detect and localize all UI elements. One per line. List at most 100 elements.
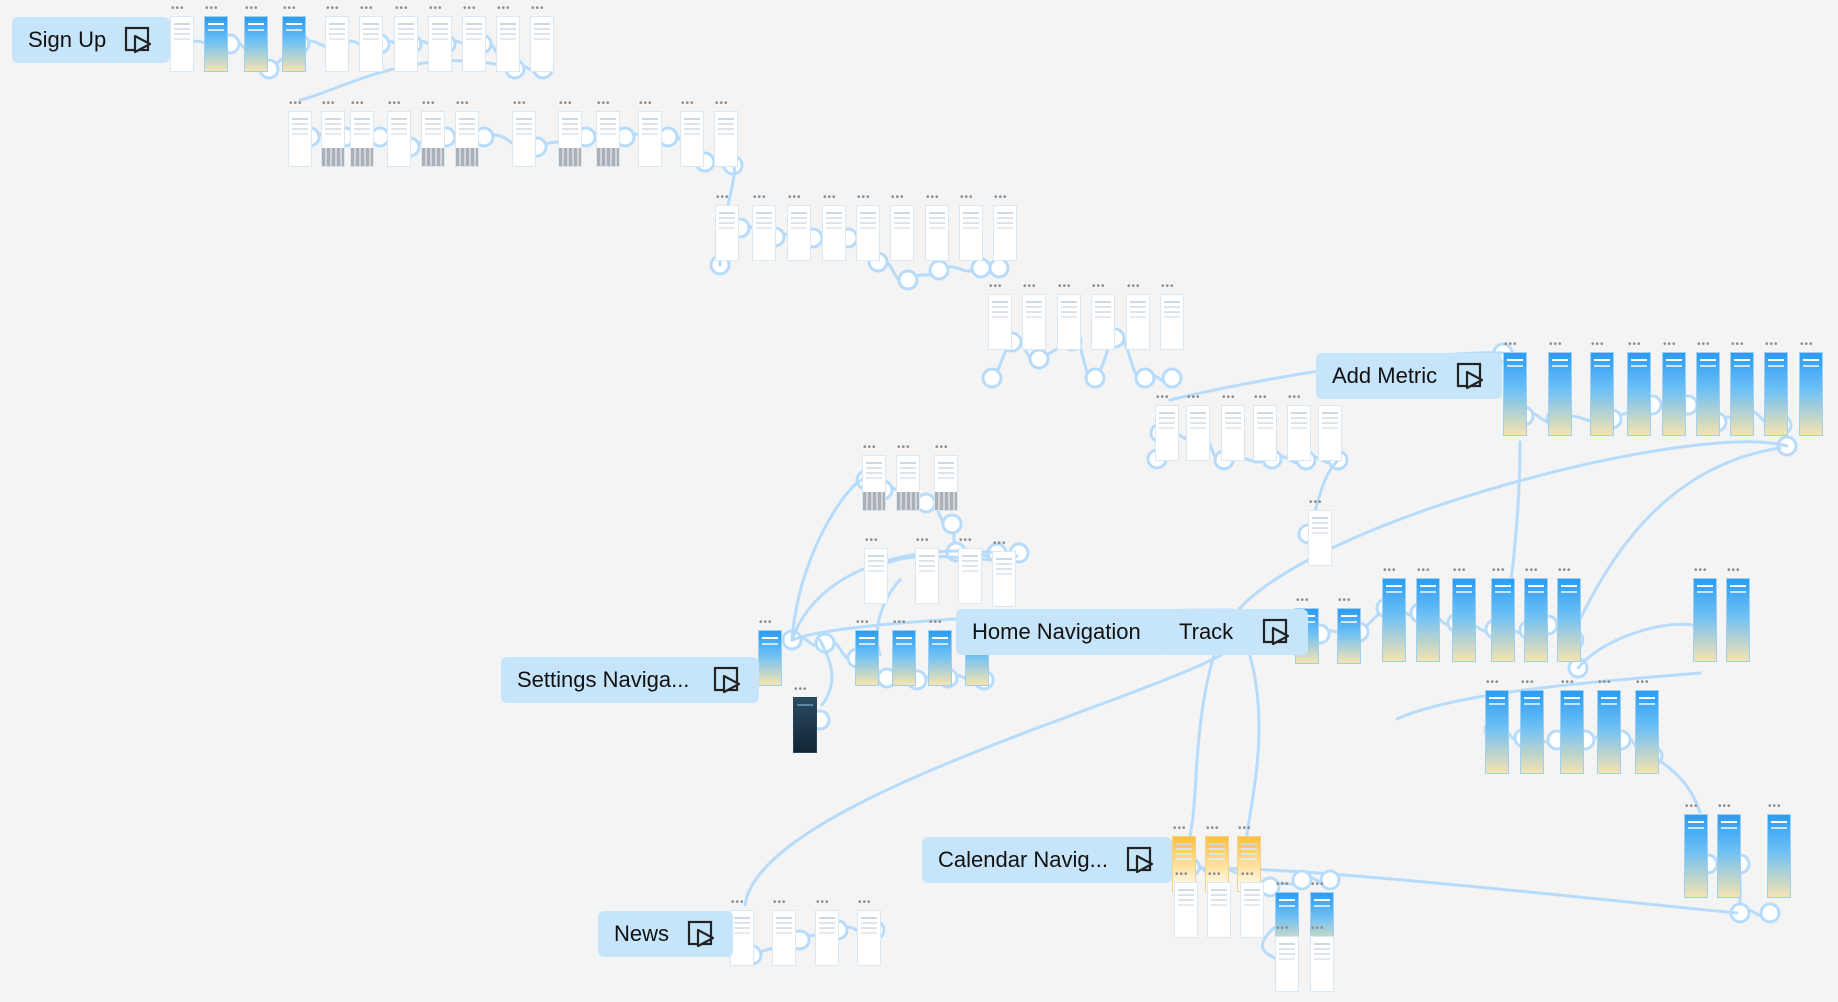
- screen-frame-thumbnail[interactable]: [958, 548, 982, 604]
- frame-options-icon[interactable]: •••: [1521, 677, 1535, 688]
- screen-frame-thumbnail[interactable]: [772, 910, 796, 966]
- connector-handle[interactable]: [1028, 348, 1050, 370]
- screen-frame-thumbnail[interactable]: [855, 630, 879, 686]
- screen-frame-thumbnail[interactable]: [496, 16, 520, 72]
- frame-options-icon[interactable]: •••: [1628, 339, 1642, 350]
- screen-frame-thumbnail[interactable]: [170, 16, 194, 72]
- screen-frame-thumbnail[interactable]: [1524, 578, 1548, 662]
- frame-options-icon[interactable]: •••: [823, 192, 837, 203]
- screen-frame-thumbnail[interactable]: [1717, 814, 1741, 898]
- frame-options-icon[interactable]: •••: [351, 98, 365, 109]
- screen-frame-thumbnail[interactable]: [462, 16, 486, 72]
- frame-options-icon[interactable]: •••: [1238, 823, 1252, 834]
- frame-options-icon[interactable]: •••: [1727, 565, 1741, 576]
- screen-frame-thumbnail[interactable]: [1597, 690, 1621, 774]
- connector-handle[interactable]: [1161, 367, 1183, 389]
- screen-frame-thumbnail[interactable]: [1310, 936, 1334, 992]
- frame-options-icon[interactable]: •••: [926, 192, 940, 203]
- flow-start-tracking[interactable]: Track: [1163, 609, 1308, 655]
- screen-frame-thumbnail[interactable]: [1240, 882, 1264, 938]
- frame-options-icon[interactable]: •••: [1173, 823, 1187, 834]
- frame-options-icon[interactable]: •••: [1558, 565, 1572, 576]
- frame-options-icon[interactable]: •••: [858, 897, 872, 908]
- frame-options-icon[interactable]: •••: [1161, 281, 1175, 292]
- connector-handle[interactable]: [981, 367, 1003, 389]
- screen-frame-thumbnail[interactable]: [1155, 405, 1179, 461]
- frame-options-icon[interactable]: •••: [429, 3, 443, 14]
- connector-handle[interactable]: [1134, 367, 1156, 389]
- frame-options-icon[interactable]: •••: [935, 442, 949, 453]
- frame-options-icon[interactable]: •••: [1694, 565, 1708, 576]
- screen-frame-thumbnail[interactable]: [890, 205, 914, 261]
- frame-options-icon[interactable]: •••: [994, 192, 1008, 203]
- screen-frame-thumbnail[interactable]: [512, 111, 536, 167]
- flow-start-sign-up[interactable]: Sign Up: [12, 17, 170, 63]
- screen-frame-thumbnail[interactable]: [1275, 936, 1299, 992]
- screen-frame-thumbnail[interactable]: [1174, 882, 1198, 938]
- screen-frame-thumbnail[interactable]: [988, 294, 1012, 350]
- frame-options-icon[interactable]: •••: [759, 617, 773, 628]
- frame-options-icon[interactable]: •••: [893, 617, 907, 628]
- frame-options-icon[interactable]: •••: [1127, 281, 1141, 292]
- frame-options-icon[interactable]: •••: [1276, 879, 1290, 890]
- frame-options-icon[interactable]: •••: [1492, 565, 1506, 576]
- screen-frame-thumbnail[interactable]: [815, 910, 839, 966]
- screen-frame-thumbnail[interactable]: [714, 111, 738, 167]
- screen-frame-thumbnail[interactable]: [1696, 352, 1720, 436]
- screen-frame-thumbnail[interactable]: [638, 111, 662, 167]
- frame-options-icon[interactable]: •••: [513, 98, 527, 109]
- frame-options-icon[interactable]: •••: [1731, 339, 1745, 350]
- screen-frame-thumbnail[interactable]: [862, 455, 886, 511]
- frame-options-icon[interactable]: •••: [1636, 677, 1650, 688]
- screen-frame-thumbnail[interactable]: [857, 910, 881, 966]
- screen-frame-thumbnail[interactable]: [1382, 578, 1406, 662]
- frame-options-icon[interactable]: •••: [463, 3, 477, 14]
- frame-options-icon[interactable]: •••: [993, 538, 1007, 549]
- screen-frame-thumbnail[interactable]: [321, 111, 345, 167]
- connector-handle[interactable]: [1776, 435, 1798, 457]
- connector-handle[interactable]: [1729, 902, 1751, 924]
- frame-options-icon[interactable]: •••: [753, 192, 767, 203]
- screen-frame-thumbnail[interactable]: [752, 205, 776, 261]
- frame-options-icon[interactable]: •••: [681, 98, 695, 109]
- flow-start-calendar-navigation[interactable]: Calendar Navig...: [922, 837, 1172, 883]
- frame-options-icon[interactable]: •••: [422, 98, 436, 109]
- frame-options-icon[interactable]: •••: [1023, 281, 1037, 292]
- frame-options-icon[interactable]: •••: [245, 3, 259, 14]
- frame-options-icon[interactable]: •••: [597, 98, 611, 109]
- screen-frame-thumbnail[interactable]: [1416, 578, 1440, 662]
- frame-options-icon[interactable]: •••: [395, 3, 409, 14]
- screen-frame-thumbnail[interactable]: [1764, 352, 1788, 436]
- screen-frame-thumbnail[interactable]: [1520, 690, 1544, 774]
- screen-frame-thumbnail[interactable]: [421, 111, 445, 167]
- screen-frame-thumbnail[interactable]: [928, 630, 952, 686]
- screen-frame-thumbnail[interactable]: [822, 205, 846, 261]
- screen-frame-thumbnail[interactable]: [730, 910, 754, 966]
- screen-frame-thumbnail[interactable]: [1221, 405, 1245, 461]
- frame-options-icon[interactable]: •••: [1206, 823, 1220, 834]
- frame-options-icon[interactable]: •••: [388, 98, 402, 109]
- screen-frame-thumbnail[interactable]: [282, 16, 306, 72]
- connector-handle[interactable]: [928, 259, 950, 281]
- frame-options-icon[interactable]: •••: [1383, 565, 1397, 576]
- frame-options-icon[interactable]: •••: [1800, 339, 1814, 350]
- screen-frame-thumbnail[interactable]: [896, 455, 920, 511]
- screen-frame-thumbnail[interactable]: [992, 551, 1016, 607]
- screen-frame-thumbnail[interactable]: [1057, 294, 1081, 350]
- frame-options-icon[interactable]: •••: [731, 897, 745, 908]
- screen-frame-thumbnail[interactable]: [1767, 814, 1791, 898]
- screen-frame-thumbnail[interactable]: [1590, 352, 1614, 436]
- frame-options-icon[interactable]: •••: [1598, 677, 1612, 688]
- frame-options-icon[interactable]: •••: [639, 98, 653, 109]
- frame-options-icon[interactable]: •••: [1288, 392, 1302, 403]
- screen-frame-thumbnail[interactable]: [558, 111, 582, 167]
- flow-start-news[interactable]: News: [598, 911, 733, 957]
- frame-options-icon[interactable]: •••: [891, 192, 905, 203]
- screen-frame-thumbnail[interactable]: [1684, 814, 1708, 898]
- frame-options-icon[interactable]: •••: [1453, 565, 1467, 576]
- frame-options-icon[interactable]: •••: [559, 98, 573, 109]
- frame-options-icon[interactable]: •••: [989, 281, 1003, 292]
- screen-frame-thumbnail[interactable]: [359, 16, 383, 72]
- screen-frame-thumbnail[interactable]: [915, 548, 939, 604]
- screen-frame-thumbnail[interactable]: [1799, 352, 1823, 436]
